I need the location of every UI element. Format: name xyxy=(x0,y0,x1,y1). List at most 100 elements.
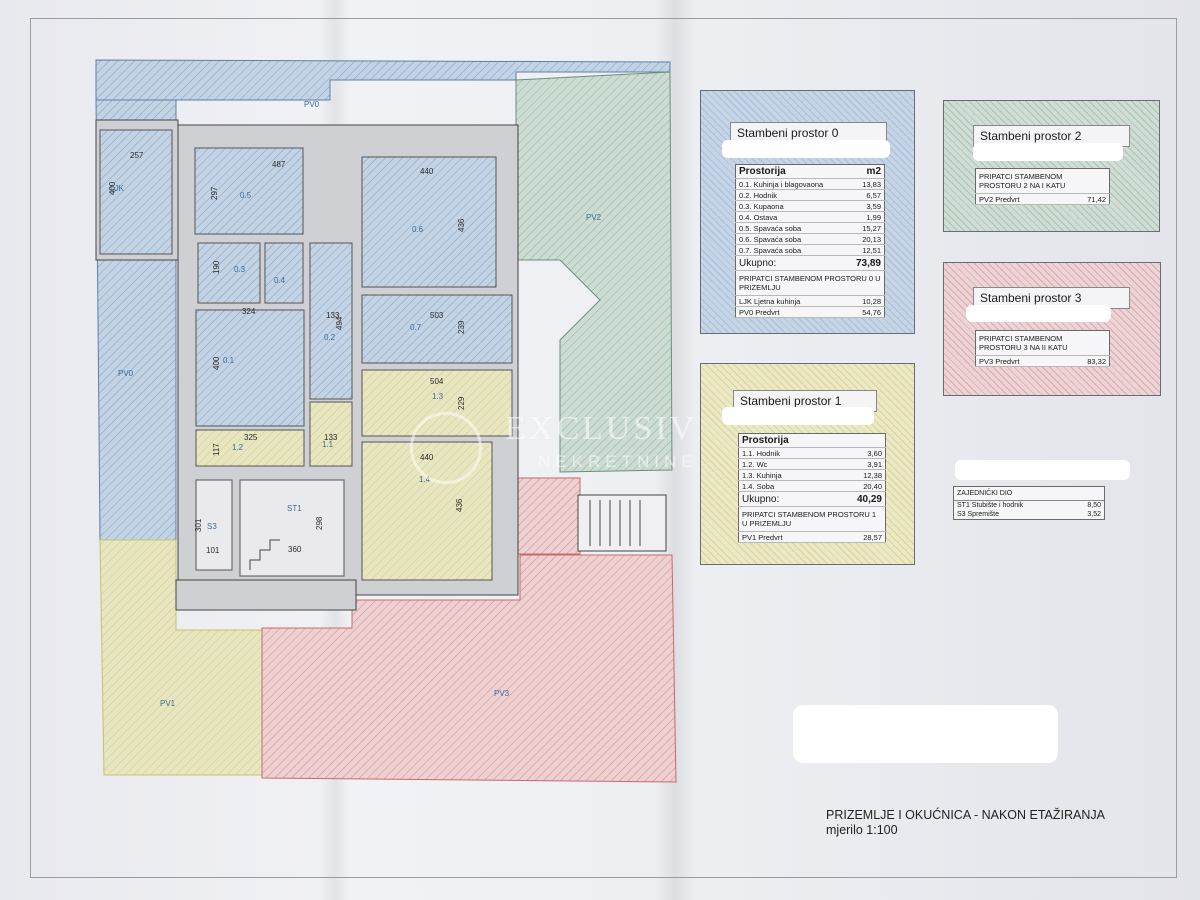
dim-133-b: 133 xyxy=(324,433,338,442)
room-0-4 xyxy=(264,242,304,304)
table-sp3: PRIPATCI STAMBENOM PROSTORU 3 NA II KATU… xyxy=(975,330,1110,367)
room-st1 xyxy=(239,479,345,577)
label-1-2: 1.2 xyxy=(232,443,244,452)
external-stairs xyxy=(577,494,667,552)
dim-301: 301 xyxy=(194,518,203,532)
label-pv3: PV3 xyxy=(494,689,510,698)
label-0-7: 0.7 xyxy=(410,323,422,332)
room-ljk xyxy=(99,129,173,255)
internal-stairs xyxy=(249,539,280,570)
belongs-note: PRIPATCI STAMBENOM PROSTORU 1 U PRIZEMLJ… xyxy=(738,506,886,532)
room-0-5 xyxy=(194,147,304,235)
dim-436: 436 xyxy=(457,218,466,232)
label-pv0-left: PV0 xyxy=(118,369,134,378)
dim-504: 504 xyxy=(430,377,444,386)
panel-sp3 xyxy=(943,262,1161,396)
label-st1: ST1 xyxy=(287,504,302,513)
room-0-1 xyxy=(195,309,305,427)
table-sp2: PRIPATCI STAMBENOM PROSTORU 2 NA I KATU … xyxy=(975,168,1110,205)
label-0-6: 0.6 xyxy=(412,225,424,234)
drawing-frame xyxy=(30,18,1177,878)
total-value: 73,89 xyxy=(846,255,885,271)
dim-190: 190 xyxy=(212,260,221,274)
watermark-line1: EXCLUSIVE xyxy=(505,410,721,447)
dim-229: 229 xyxy=(457,396,466,410)
col-prostorija: Prostorija xyxy=(735,164,847,179)
dim-494: 494 xyxy=(335,316,344,330)
dim-487: 487 xyxy=(272,160,286,169)
label-0-5: 0.5 xyxy=(240,191,252,200)
dim-298: 298 xyxy=(315,516,324,530)
common-header: ZAJEDNIČKI DIO xyxy=(954,487,1104,501)
watermark-logo-icon xyxy=(410,412,482,484)
label-s3: S3 xyxy=(207,522,217,531)
label-1-4: 1.4 xyxy=(419,475,431,484)
building-base xyxy=(175,579,357,611)
label-0-4: 0.4 xyxy=(274,276,286,285)
panel-sp0-title: Stambeni prostor 0 xyxy=(730,122,887,144)
belongs-note: PRIPATCI STAMBENOM PROSTORU 2 NA I KATU xyxy=(975,168,1110,194)
dim-133: 133 xyxy=(326,311,340,320)
total-value: 40,29 xyxy=(830,491,886,507)
zone-pv3-strip xyxy=(509,477,581,555)
room-0-2 xyxy=(309,242,353,400)
dim-400-b: 400 xyxy=(212,356,221,370)
dim-297: 297 xyxy=(210,186,219,200)
dim-117: 117 xyxy=(212,443,221,456)
redaction xyxy=(722,140,890,158)
belongs-note: PRIPATCI STAMBENOM PROSTORU 3 NA II KATU xyxy=(975,330,1110,356)
redaction xyxy=(955,460,1130,480)
room-0-7 xyxy=(361,294,513,364)
room-s3 xyxy=(195,479,233,571)
dim-239: 239 xyxy=(457,320,466,334)
label-1-1: 1.1 xyxy=(322,440,334,449)
dim-440: 440 xyxy=(420,167,434,176)
total-label: Ukupno: xyxy=(735,255,847,271)
footer-scale: mjerilo 1:100 xyxy=(826,823,898,837)
col-m2: m2 xyxy=(846,164,885,179)
label-0-3: 0.3 xyxy=(234,265,246,274)
belongs-note: PRIPATCI STAMBENOM PROSTORU 0 U PRIZEMLJ… xyxy=(735,270,885,296)
redaction xyxy=(966,305,1111,322)
drawing-footer: PRIZEMLJE I OKUĆNICA - NAKON ETAŽIRANJA … xyxy=(826,808,1105,838)
redaction xyxy=(973,143,1123,161)
dim-400: 400 xyxy=(108,181,117,195)
room-1-1 xyxy=(309,401,353,467)
label-pv2: PV2 xyxy=(586,213,602,222)
redaction xyxy=(793,705,1058,763)
dim-360: 360 xyxy=(288,545,302,554)
watermark-line2: NEKRETNINE xyxy=(538,452,698,471)
dim-257: 257 xyxy=(130,151,144,160)
dim-324: 324 xyxy=(242,307,256,316)
redaction xyxy=(722,407,874,425)
total-label: Ukupno: xyxy=(738,491,831,507)
panel-sp2 xyxy=(943,100,1160,232)
label-pv1: PV1 xyxy=(160,699,176,708)
footer-title: PRIZEMLJE I OKUĆNICA - NAKON ETAŽIRANJA xyxy=(826,808,1105,822)
stair-treads xyxy=(589,500,641,546)
room-1-2 xyxy=(195,429,305,467)
label-0-2: 0.2 xyxy=(324,333,336,342)
col-m2 xyxy=(830,433,886,448)
zone-pv2 xyxy=(515,71,673,473)
room-0-6 xyxy=(361,156,497,288)
dim-325: 325 xyxy=(244,433,258,442)
